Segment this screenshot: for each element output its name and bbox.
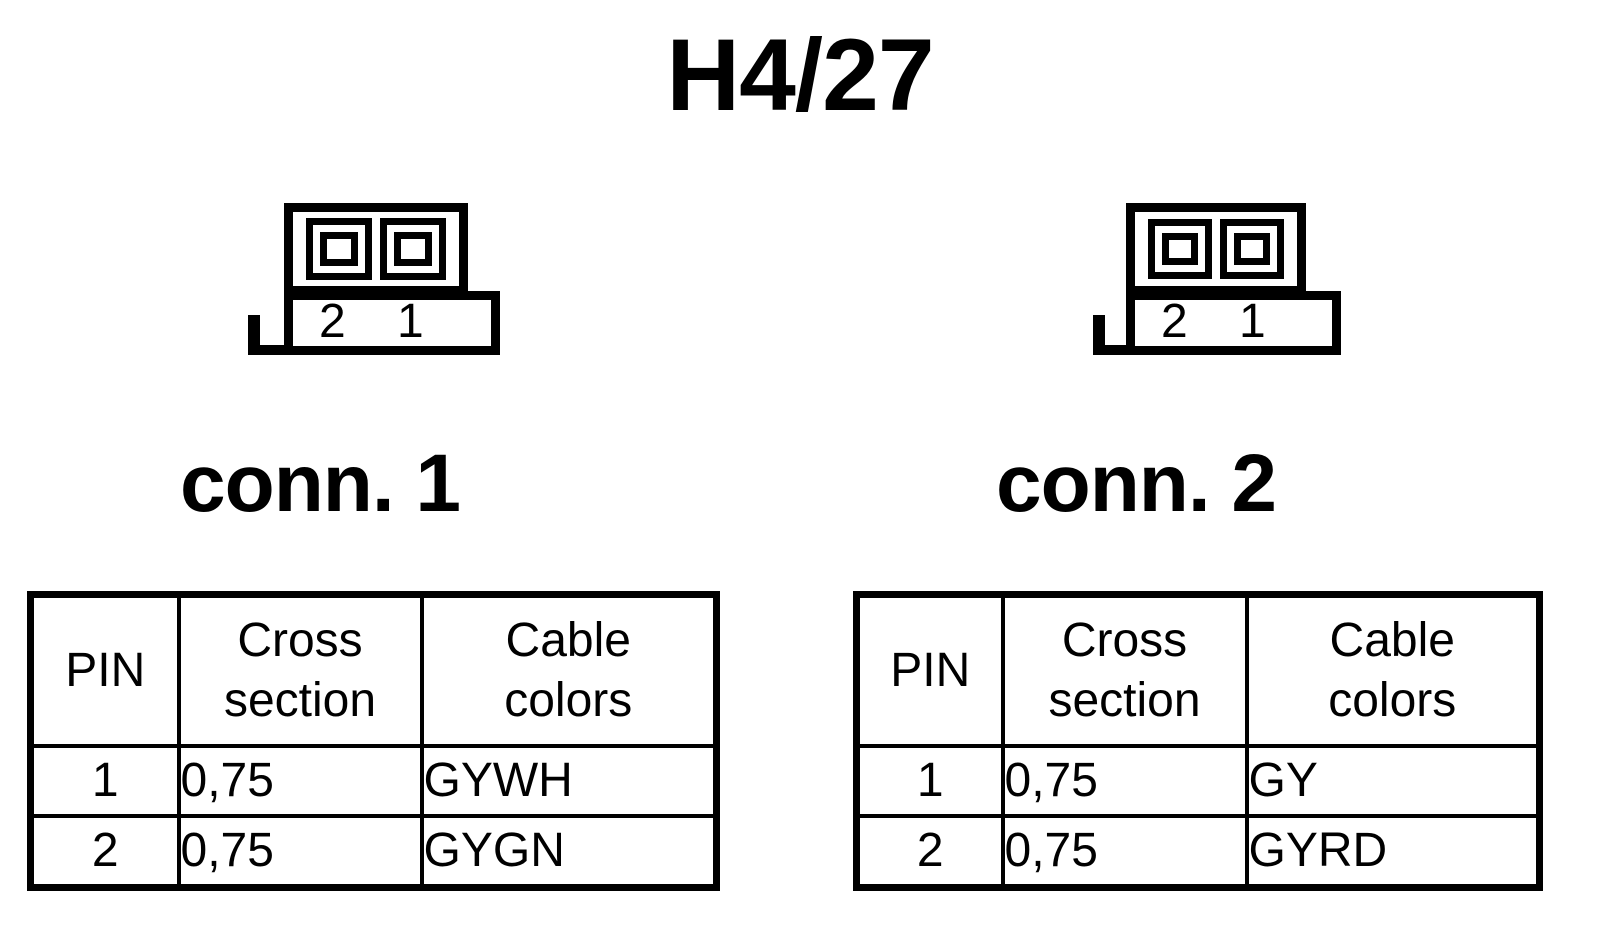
pin-table-connector-1: PIN Cross section Cable colors 1 0,75 GY… [27,591,720,891]
connector-1-pin-row [306,218,446,280]
header-cross-section-line1: Cross [1061,614,1188,668]
pin-square-1 [1220,219,1284,279]
cell-cross-section: 0,75 [1000,744,1249,818]
cell-cross-section: 0,75 [176,814,424,890]
header-cable-colors-line1: Cable [505,614,631,668]
table-row: 1 0,75 GY [854,744,1542,818]
cell-cross-section: 0,75 [1000,814,1249,890]
cell-pin: 1 [28,744,181,818]
connector-2-caption: conn. 2 [996,438,1277,529]
cell-pin: 2 [28,814,181,890]
header-cross-section: Cross section [1000,592,1249,748]
header-cable-colors: Cable colors [1244,592,1542,748]
header-cable-colors-line2: colors [1328,674,1457,727]
table-header-row: PIN Cross section Cable colors [854,592,1542,748]
connector-1-housing [284,203,468,295]
cell-cable-colors: GY [1244,744,1542,818]
header-cross-section-line2: section [1048,674,1201,727]
connector-1-pin-label-2: 2 [319,295,346,349]
connector-2-pin-label-2: 2 [1161,295,1188,349]
pin-square-1-core [1234,233,1270,265]
header-cross-section-line1: Cross [237,614,363,668]
pin-square-2-core [1162,233,1198,265]
header-cable-colors: Cable colors [419,592,719,748]
connector-2-housing [1126,203,1306,295]
table-row: 2 0,75 GYRD [854,814,1542,890]
table-header-row: PIN Cross section Cable colors [28,592,719,748]
cell-cable-colors: GYRD [1244,814,1542,890]
connector-2-pin-label-1: 1 [1239,295,1266,349]
cell-pin: 1 [854,744,1005,818]
connector-1-pin-label-1: 1 [397,295,424,349]
pin-square-2 [306,218,372,280]
cell-cable-colors: GYWH [419,744,719,818]
header-pin: PIN [28,592,181,748]
connector-1-caption: conn. 1 [180,438,461,529]
table-row: 1 0,75 GYWH [28,744,719,818]
header-cable-colors-line2: colors [504,674,633,727]
header-cross-section-line2: section [223,674,377,727]
header-cable-colors-line1: Cable [1329,614,1455,668]
pin-table-connector-2: PIN Cross section Cable colors 1 0,75 GY… [853,591,1543,891]
connector-1-mount-tab-foot [248,345,296,355]
cell-cross-section: 0,75 [176,744,424,818]
connector-1-pin-bar: 2 1 [284,291,500,355]
table-row: 2 0,75 GYGN [28,814,719,890]
connector-symbol-1: 2 1 [248,203,500,355]
pin-square-1 [380,218,446,280]
connector-2-pin-bar: 2 1 [1126,291,1341,355]
connector-1-pin-labels: 2 1 [293,295,491,349]
page-title: H4/27 [666,18,934,132]
header-cross-section: Cross section [176,592,424,748]
cell-pin: 2 [854,814,1005,890]
pin-square-1-core [394,232,432,266]
connector-2-mount-tab-foot [1093,345,1139,355]
pin-square-2-core [320,232,358,266]
connector-symbol-2: 2 1 [1093,203,1341,355]
connector-2-pin-row [1148,219,1284,279]
cell-cable-colors: GYGN [419,814,719,890]
pin-square-2 [1148,219,1212,279]
connector-2-pin-labels: 2 1 [1135,295,1332,349]
header-pin: PIN [854,592,1005,748]
